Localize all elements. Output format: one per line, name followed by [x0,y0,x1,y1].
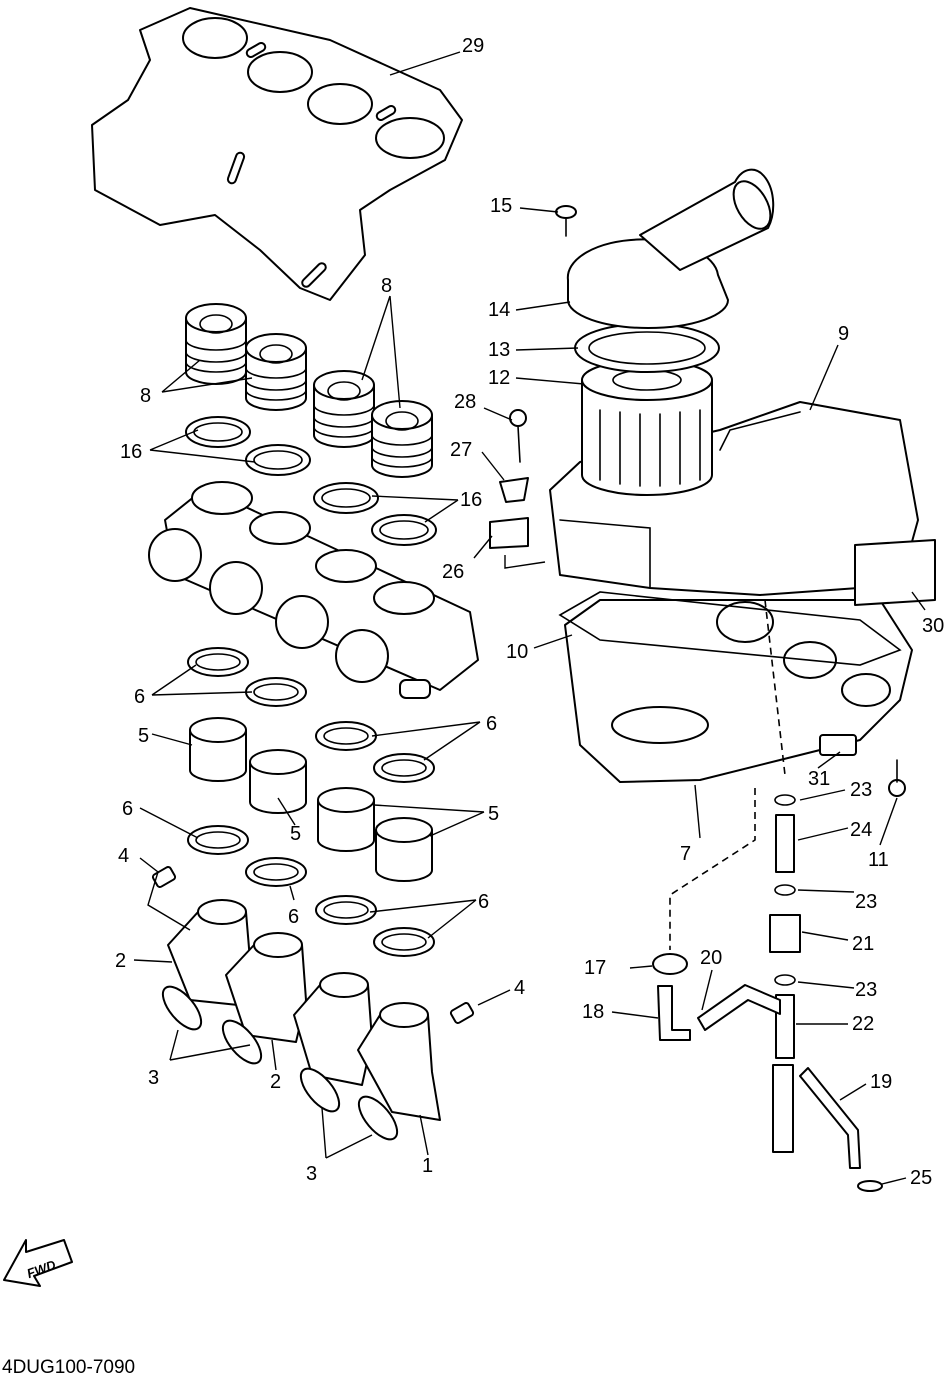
callout-8: 8 [140,385,151,407]
callout-6: 6 [288,906,299,928]
callout-4: 4 [118,845,129,867]
leader-lines [133,51,926,1185]
callout-14: 14 [488,299,510,321]
callout-30: 30 [922,615,944,637]
callout-3: 3 [148,1067,159,1089]
callout-23: 23 [855,979,877,1001]
callout-27: 27 [450,439,472,461]
callout-3: 3 [306,1163,317,1185]
intake-joints [185,303,433,478]
upper-clamps [185,416,437,546]
callout-18: 18 [582,1001,604,1023]
callout-24: 24 [850,819,872,841]
callout-numbers: 29 8 8 16 16 6 6 5 5 5 6 6 6 4 2 3 2 4 3… [115,35,944,1189]
gaskets [161,985,399,1141]
callout-12: 12 [488,367,510,389]
callout-17: 17 [584,957,606,979]
callout-11: 11 [868,849,889,871]
callout-5: 5 [290,823,301,845]
callout-5: 5 [488,803,499,825]
lower-clamps-and-joints [187,647,435,957]
callout-16: 16 [460,489,482,511]
callout-13: 13 [488,339,510,361]
callout-15: 15 [490,195,512,217]
callout-29: 29 [462,35,484,57]
callout-16: 16 [120,441,142,463]
callout-10: 10 [506,641,528,663]
breather-hose-system [652,599,883,1192]
callout-2: 2 [115,950,126,972]
callout-19: 19 [870,1071,892,1093]
manifold-screws [151,866,475,1024]
callout-6: 6 [486,713,497,735]
callout-6: 6 [122,798,133,820]
callout-25: 25 [910,1167,932,1189]
callout-9: 9 [838,323,849,345]
callout-31: 31 [808,768,830,790]
intake-manifolds [167,899,441,1121]
heat-shield-plate [91,7,463,301]
callout-2: 2 [270,1071,281,1093]
callout-8: 8 [381,275,392,297]
callout-26: 26 [442,561,464,583]
drawing-code: 4DUG100-7090 [2,1357,135,1378]
callout-22: 22 [852,1013,874,1035]
callout-23: 23 [850,779,872,801]
callout-28: 28 [454,391,476,413]
callout-21: 21 [852,933,874,955]
carburetor-assembly [148,481,479,699]
callout-6: 6 [478,891,489,913]
callout-1: 1 [422,1155,433,1177]
callout-4: 4 [514,977,525,999]
mounting-hardware [489,205,906,797]
callout-6: 6 [134,686,145,708]
callout-7: 7 [680,843,691,865]
air-cleaner-assembly [549,168,936,783]
forward-arrow: FWD [3,1239,73,1287]
callout-5: 5 [138,725,149,747]
callout-23: 23 [855,891,877,913]
callout-20: 20 [700,947,722,969]
